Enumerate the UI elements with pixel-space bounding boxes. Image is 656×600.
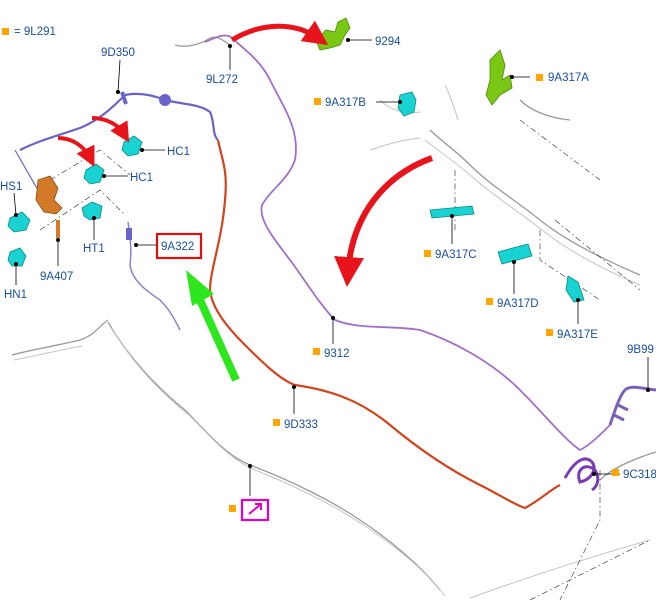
part-hc1-lower [83,163,105,185]
part-hn1 [7,247,27,267]
part-9a407-stud [56,220,60,238]
label-ht1[interactable]: HT1 [83,243,105,255]
legend-key-text: = 9L291 [14,26,56,38]
highlight-box [155,232,203,260]
label-9d333[interactable]: 9D333 [284,419,318,431]
line-9a322 [127,221,181,331]
part-9c318 [563,457,600,492]
line-9d350-clip [120,91,128,105]
brake-lines [14,34,656,510]
reference-link-icon[interactable] [240,498,270,522]
label-9312[interactable]: 9312 [324,348,350,360]
label-hc1-lower[interactable]: HC1 [130,172,153,184]
label-hc1-upper[interactable]: HC1 [167,146,190,158]
part-9a407 [35,175,63,215]
part-hs1 [7,211,31,233]
part-9a317e [565,275,585,303]
label-9c318[interactable]: 9C318 [623,469,656,481]
label-9a322[interactable]: 9A322 [161,241,194,253]
part-9294 [315,17,351,51]
red-curved-arrow [91,116,130,143]
red-curved-arrow [334,155,434,287]
line-9d333 [208,139,561,510]
orange-markers [2,28,619,512]
line-9b99 [608,385,656,426]
label-9b99[interactable]: 9B99 [627,344,654,356]
line-9d350-fitting [159,94,171,106]
label-9a317e[interactable]: 9A317E [557,329,598,341]
red-curved-arrow [230,20,329,46]
red-curved-arrow [57,136,95,167]
part-hc1-upper [121,135,143,157]
part-ht1 [81,201,103,221]
labels: = 9L291 9D350 9L272 9294 9A317A 9A317B H… [0,26,656,481]
line-9d350 [19,92,219,151]
label-9a317c[interactable]: 9A317C [435,249,477,261]
label-9a317a[interactable]: 9A317A [548,72,589,84]
label-9a317d[interactable]: 9A317D [497,298,539,310]
part-9a317c [429,205,475,219]
label-9a317b[interactable]: 9A317B [325,97,366,109]
annotation-arrows [57,20,434,382]
label-9a407[interactable]: 9A407 [40,271,73,283]
label-9l272[interactable]: 9L272 [206,74,238,86]
label-hs1[interactable]: HS1 [0,181,22,193]
label-9d350[interactable]: 9D350 [101,47,135,59]
green-arrow [186,270,240,382]
line-9a322-clip [126,228,132,240]
part-9a317a [485,49,513,106]
label-hn1[interactable]: HN1 [4,289,27,301]
part-9a317d [497,243,533,265]
part-9a317b [397,91,417,117]
line-9312 [204,34,611,452]
label-9294[interactable]: 9294 [375,36,401,48]
parts [7,17,585,303]
